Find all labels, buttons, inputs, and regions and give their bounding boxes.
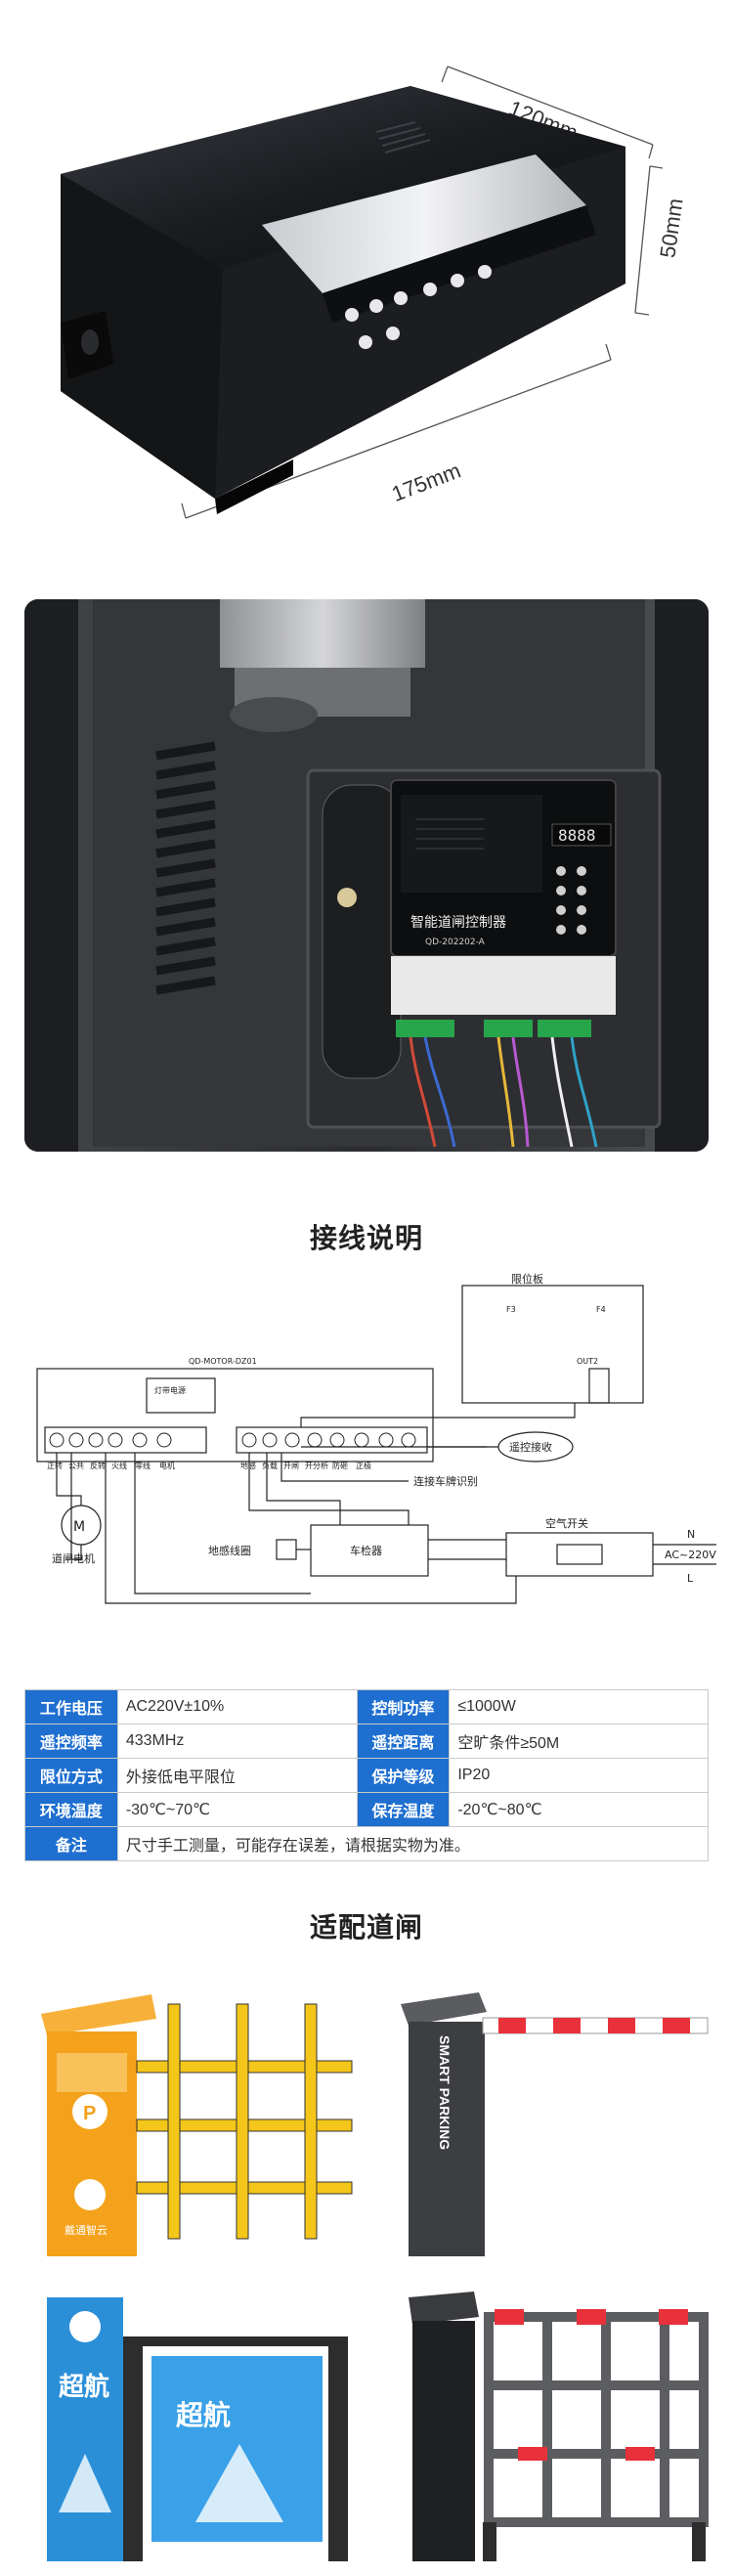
plate-recognition-label: 连接车牌识别 bbox=[413, 1474, 478, 1488]
air-switch-label: 空气开关 bbox=[545, 1516, 588, 1530]
gate-image-orange-fence: P 戴通智云 bbox=[29, 1975, 362, 2268]
spec-value: 空旷条件≥50M bbox=[449, 1724, 709, 1759]
neutral-label: N bbox=[687, 1528, 695, 1541]
table-row: 限位方式 外接低电平限位 保护等级 IP20 bbox=[24, 1758, 709, 1793]
controller-model: QD-202202-A bbox=[425, 938, 486, 947]
spec-value: -30℃~70℃ bbox=[116, 1792, 358, 1827]
detector-label: 车检器 bbox=[350, 1544, 382, 1557]
spec-key: 工作电压 bbox=[24, 1689, 118, 1725]
spec-key: 备注 bbox=[24, 1826, 118, 1861]
loop-coil-label: 地感线圈 bbox=[208, 1544, 251, 1557]
board-model: QD-MOTOR-DZ01 bbox=[189, 1357, 257, 1366]
terminal-label: 零线 bbox=[135, 1461, 151, 1470]
gate2-text: SMART PARKING bbox=[437, 2035, 453, 2150]
lamp-power-label: 灯带电源 bbox=[154, 1385, 186, 1395]
spec-value: IP20 bbox=[449, 1758, 709, 1793]
terminal-label: 防砸 bbox=[332, 1461, 348, 1470]
gate3-panel-text: 超航 bbox=[176, 2399, 231, 2431]
spec-key: 环境温度 bbox=[24, 1792, 118, 1827]
spec-value: AC220V±10% bbox=[116, 1689, 358, 1725]
gate-image-advertising: 超航 超航 bbox=[29, 2278, 362, 2571]
vent-grill bbox=[375, 121, 431, 153]
table-row: 备注 尺寸手工测量，可能存在误差，请根据实物为准。 bbox=[24, 1826, 710, 1861]
spring-coil bbox=[155, 741, 216, 995]
controller-unit: 8888 智能道闸控制器 QD-202202-A bbox=[390, 779, 617, 957]
gate3-text: 超航 bbox=[59, 2372, 109, 2402]
spec-key: 遥控距离 bbox=[356, 1724, 451, 1759]
table-row: 工作电压 AC220V±10% 控制功率 ≤1000W bbox=[24, 1689, 709, 1725]
spec-value: ≤1000W bbox=[449, 1689, 709, 1725]
terminal-blocks bbox=[396, 1020, 591, 1037]
spec-value: -20℃~80℃ bbox=[449, 1792, 709, 1827]
controller-label: 智能道闸控制器 bbox=[410, 915, 506, 931]
wires bbox=[409, 1036, 598, 1148]
gate1-brand: 戴通智云 bbox=[65, 2223, 108, 2237]
ac-voltage-label: AC~220V bbox=[665, 1549, 716, 1561]
gate-image-smart-parking: SMART PARKING bbox=[381, 1975, 713, 2268]
spec-key: 保存温度 bbox=[356, 1792, 451, 1827]
terminal-label: 反转 bbox=[90, 1461, 106, 1470]
terminal-label: 负载 bbox=[262, 1461, 278, 1470]
motor-label: 道闸电机 bbox=[52, 1551, 95, 1565]
terminal-label: 公共 bbox=[68, 1462, 84, 1470]
motor-symbol: M bbox=[73, 1519, 85, 1535]
spec-value: 433MHz bbox=[116, 1724, 358, 1759]
spec-key: 遥控频率 bbox=[24, 1724, 118, 1759]
controller-display: 8888 bbox=[558, 826, 596, 845]
spec-note: 尺寸手工测量，可能存在误差，请根据实物为准。 bbox=[116, 1826, 710, 1861]
terminal-label: 火线 bbox=[111, 1461, 127, 1470]
motor-housing bbox=[220, 599, 425, 668]
dimension-length: 175mm bbox=[388, 458, 463, 506]
gates-title: 适配道闸 bbox=[309, 1912, 423, 1943]
product-render: 120mm 50mm 175mm bbox=[0, 0, 733, 577]
spec-key: 限位方式 bbox=[24, 1758, 118, 1793]
spec-value: 外接低电平限位 bbox=[116, 1758, 358, 1793]
controller-box bbox=[61, 86, 625, 514]
f3-label: F3 bbox=[506, 1305, 516, 1314]
terminal-label: 正极 bbox=[356, 1461, 371, 1470]
spec-key: 保护等级 bbox=[356, 1758, 451, 1793]
remote-receiver-label: 遥控接收 bbox=[509, 1440, 552, 1454]
terminal-label: 地感 bbox=[240, 1461, 256, 1470]
terminal-label: 开闸 bbox=[283, 1462, 299, 1470]
panel-buttons bbox=[345, 265, 492, 349]
spec-key: 控制功率 bbox=[356, 1689, 451, 1725]
svg-text:P: P bbox=[83, 2103, 96, 2124]
terminal-label: 电机 bbox=[159, 1461, 175, 1470]
spec-table: 工作电压 AC220V±10% 控制功率 ≤1000W 遥控频率 433MHz … bbox=[24, 1689, 710, 1861]
wiring-title: 接线说明 bbox=[309, 1223, 423, 1253]
limit-board-label: 限位板 bbox=[511, 1272, 543, 1286]
terminal-label: 正转 bbox=[47, 1461, 63, 1470]
dimension-height: 50mm bbox=[655, 196, 687, 259]
main-board bbox=[36, 1368, 434, 1463]
terminal-label: 开分析 bbox=[305, 1461, 328, 1470]
table-row: 环境温度 -30℃~70℃ 保存温度 -20℃~80℃ bbox=[24, 1792, 709, 1827]
f4-label: F4 bbox=[596, 1305, 606, 1314]
live-label: L bbox=[687, 1572, 694, 1585]
table-row: 遥控频率 433MHz 遥控距离 空旷条件≥50M bbox=[24, 1724, 709, 1759]
installation-photo: 8888 智能道闸控制器 QD-202202-A bbox=[24, 599, 709, 1152]
wiring-diagram: QD-MOTOR-DZ01 灯带电源 限位板 F3 F4 OUT2 正转 公共 … bbox=[18, 1271, 716, 1633]
out2-label: OUT2 bbox=[577, 1357, 598, 1366]
gate-image-red-grid bbox=[381, 2278, 713, 2571]
